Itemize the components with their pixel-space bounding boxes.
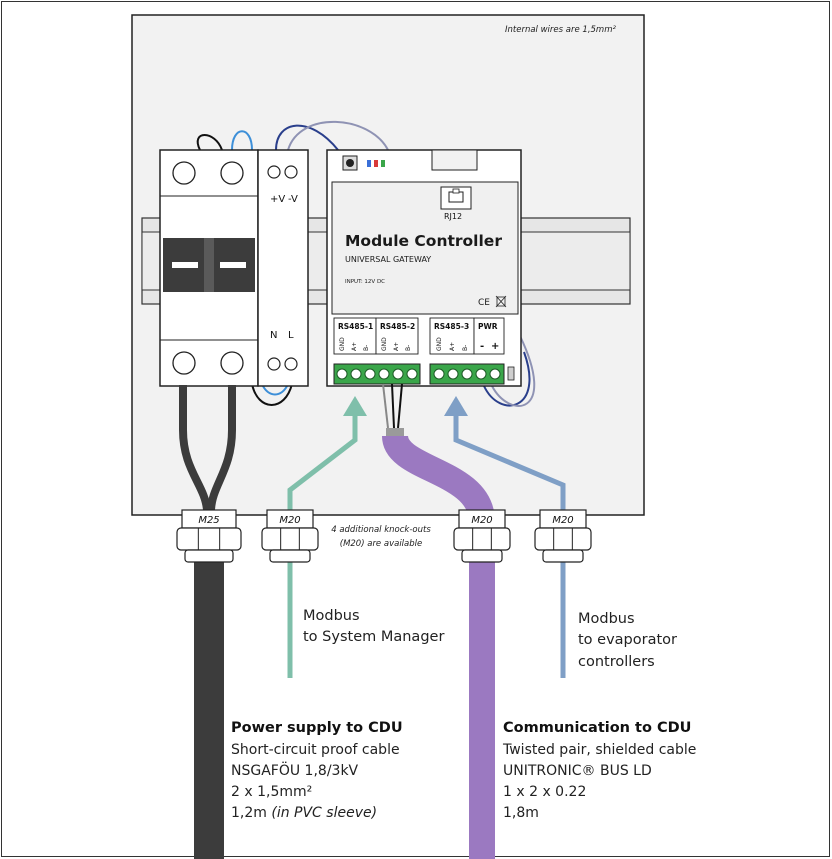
screw-icon [220, 351, 244, 375]
modbus-sm-label-line2: to System Manager [303, 629, 444, 645]
aux-module: +V -V N L [257, 149, 309, 387]
terminal-screw-icon [433, 368, 445, 380]
port-rs485-1: RS485-1 [338, 322, 373, 331]
aux-label-l: L [288, 330, 294, 341]
pin-gnd: GND [339, 337, 346, 351]
modbus-evap-label-line1: Modbus [578, 611, 635, 627]
screw-icon [172, 351, 196, 375]
module-title: Module Controller [345, 232, 502, 250]
pin-gnd: GND [436, 337, 443, 351]
comm-line3: 1 x 2 x 0.22 [503, 784, 586, 800]
arrow-up-icon [343, 396, 367, 416]
module-subtitle: UNIVERSAL GATEWAY [345, 255, 431, 264]
power-line3: 2 x 1,5mm² [231, 784, 312, 800]
screw-icon [220, 161, 244, 185]
pin-gnd: GND [381, 337, 388, 351]
gland-size-label: M20 [279, 515, 300, 526]
comm-cable [382, 383, 495, 859]
screw-icon [267, 165, 281, 179]
modbus-evap-label-line2: to evaporator [578, 632, 677, 648]
wire-blue-top [231, 130, 253, 151]
wire-slate-top [287, 120, 389, 151]
wire-black-top [196, 134, 223, 151]
terminal-screw-icon [461, 368, 473, 380]
gland-size-label: M25 [198, 515, 219, 526]
terminal-screw-icon [336, 368, 348, 380]
weee-bin-icon [495, 295, 507, 308]
terminal-screw-icon [475, 368, 487, 380]
wire-black-bottom [251, 383, 293, 406]
terminal-screw-icon [406, 368, 418, 380]
modbus-sm-line [287, 396, 367, 678]
led-blue-icon [367, 160, 371, 167]
module-input: INPUT: 12V DC [345, 279, 385, 285]
gland-size-label: M20 [552, 515, 573, 526]
terminal-screw-icon [447, 368, 459, 380]
module-controller: RJ12 Module Controller UNIVERSAL GATEWAY… [326, 149, 522, 387]
terminal-screw-icon [392, 368, 404, 380]
pin-a: A+ [449, 342, 456, 351]
led-red-icon [374, 160, 378, 167]
port-pwr: PWR [478, 322, 498, 331]
terminal-screws-left [336, 368, 418, 380]
knockouts-note-line1: 4 additional knock-outs [331, 525, 431, 535]
cable-gland: M20 [453, 509, 511, 563]
terminal-screws-right [433, 368, 501, 380]
terminal-screw-icon [378, 368, 390, 380]
aux-label-n: N [270, 330, 277, 341]
port-rs485-3: RS485-3 [434, 322, 469, 331]
terminal-screw-icon [364, 368, 376, 380]
wire-blue-bottom [261, 383, 289, 396]
power-line2: NSGAFÖU 1,8/3kV [231, 761, 359, 779]
rj12-port-icon [440, 186, 472, 210]
wire-navy-right [483, 351, 531, 407]
screw-icon [172, 161, 196, 185]
pin-pwr-plus: + [491, 341, 499, 352]
cable-gland: M20 [261, 509, 319, 563]
terminal-screw-icon [350, 368, 362, 380]
cable-gland: M20 [534, 509, 592, 563]
knockouts-note-line2: (M20) are available [340, 539, 423, 549]
power-line4: 1,2m (in PVC sleeve) [231, 805, 377, 821]
pin-a: A+ [351, 342, 358, 351]
comm-heading: Communication to CDU [503, 720, 691, 736]
screw-icon [284, 165, 298, 179]
comm-line4: 1,8m [503, 805, 539, 821]
power-line1: Short-circuit proof cable [231, 742, 400, 758]
gland-size-label: M20 [471, 515, 492, 526]
modbus-evap-label-line3: controllers [578, 654, 655, 670]
port-rs485-2: RS485-2 [380, 322, 415, 331]
power-heading: Power supply to CDU [231, 720, 403, 736]
internal-wires-note: Internal wires are 1,5mm² [505, 25, 616, 35]
pin-a: A+ [393, 342, 400, 351]
wire-slate-right [491, 335, 536, 407]
comm-line2: UNITRONIC® BUS LD [503, 763, 652, 779]
screw-icon [284, 357, 298, 371]
aux-label-vplus: +V [270, 194, 285, 205]
pin-b: B- [462, 345, 469, 351]
circuit-breaker [159, 149, 259, 387]
aux-label-vminus: -V [288, 194, 298, 205]
modbus-sm-label-line1: Modbus [303, 608, 360, 624]
power-cable [179, 385, 236, 859]
terminal-screw-icon [489, 368, 501, 380]
wire-navy-top [275, 124, 339, 151]
rj12-label: RJ12 [444, 212, 462, 221]
arrow-up-icon [444, 396, 468, 416]
led-green-icon [381, 160, 385, 167]
modbus-evap-line [444, 396, 566, 678]
pin-b: B- [363, 345, 370, 351]
ce-mark-icon: CE [478, 298, 490, 308]
comm-line1: Twisted pair, shielded cable [502, 742, 696, 758]
pin-b: B- [405, 345, 412, 351]
pin-pwr-minus: - [480, 341, 484, 352]
screw-icon [267, 357, 281, 371]
cable-gland: M25 [176, 509, 242, 563]
